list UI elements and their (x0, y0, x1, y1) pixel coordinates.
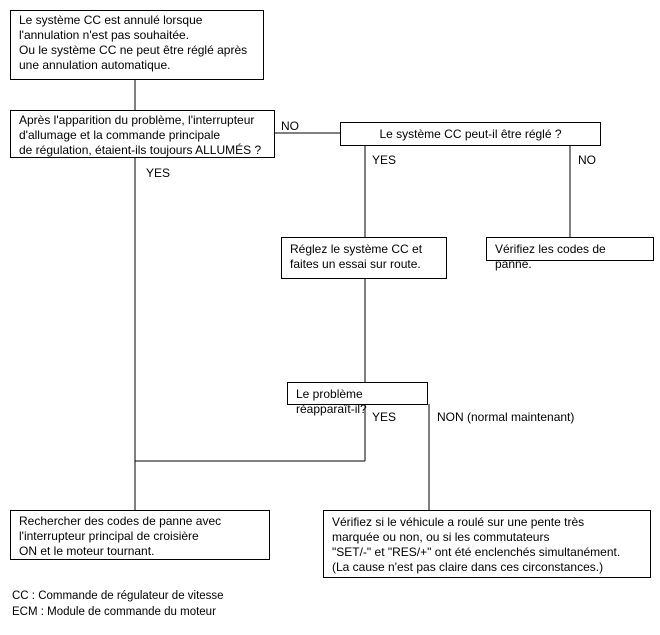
start-condition-box: Le système CC est annulé lorsque l'annul… (10, 10, 264, 80)
label-yes-settable: YES (372, 153, 397, 167)
question-reappear-box: Le problème réapparaît-il? (287, 382, 428, 416)
label-yes-switch: YES (146, 166, 171, 180)
label-no-switch: NO (281, 119, 299, 133)
verify-slope-switches-box: Vérifiez si le véhicule a roulé sur une … (323, 510, 651, 578)
question-cc-settable-box: Le système CC peut-il être réglé ? (340, 122, 601, 146)
label-no-settable: NO (578, 153, 596, 167)
label-yes-reappear: YES (372, 410, 397, 424)
check-trouble-codes-box: Vérifiez les codes de panne. (486, 237, 654, 271)
question-switch-on-box: Après l'apparition du problème, l'interr… (10, 110, 275, 158)
legend-cc: CC : Commande de régulateur de vitesse (12, 590, 224, 602)
label-non-reappear: NON (normal maintenant) (437, 410, 575, 424)
search-trouble-codes-box: Rechercher des codes de panne avec l'int… (10, 510, 270, 560)
legend-ecm: ECM : Module de commande du moteur (12, 606, 216, 618)
set-and-road-test-box: Réglez le système CC et faites un essai … (281, 237, 447, 279)
